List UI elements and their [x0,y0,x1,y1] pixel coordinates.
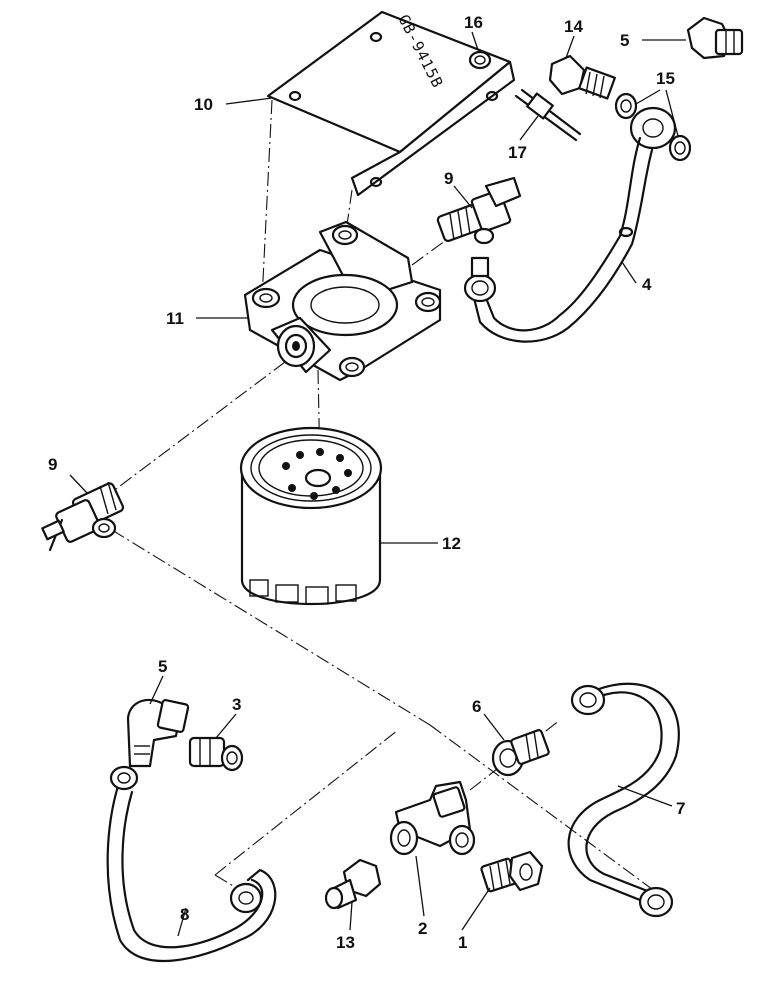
callout-3: 3 [232,695,241,714]
callout-5-top: 5 [620,31,629,50]
fuel-pipe-part-7 [567,682,680,918]
callout-16: 16 [464,13,483,32]
filter-cartridge-part-12 [239,426,383,605]
fuel-pipe-part-8 [106,765,277,963]
assembly-centerlines [111,99,661,896]
banjo-bolt-part-14 [548,54,616,100]
elbow-fitting-part-5-top [686,16,744,60]
callout-7: 7 [676,799,685,818]
callout-2: 2 [418,919,427,938]
callout-5-lower: 5 [158,657,167,676]
callout-9-left: 9 [48,455,57,474]
callout-17: 17 [508,143,527,162]
adaptor-part-3 [188,736,244,772]
callout-13: 13 [336,933,355,952]
callout-11: 11 [166,309,184,328]
callout-12: 12 [442,534,461,553]
tee-part-2 [389,780,476,856]
callout-4: 4 [642,275,652,294]
union-part-6 [491,729,550,777]
fuel-pipe-part-4 [463,136,654,343]
callout-15: 15 [656,69,675,88]
callout-14: 14 [564,17,583,36]
sealing-washers-part-15 [614,92,692,162]
callout-9-top: 9 [444,169,453,188]
callout-1: 1 [458,933,467,952]
adaptor-part-1 [480,850,544,893]
leader-lines [69,31,686,937]
tee-fitting-part-9-left [41,481,125,552]
mounting-bracket: GB-9415B [266,10,516,197]
callout-10: 10 [194,95,213,114]
filter-head-part-11 [243,220,442,382]
elbow-fitting-part-5-lower [126,698,190,768]
callout-labels: 16 14 5 15 10 17 9 4 11 9 12 5 3 6 7 8 2… [48,13,685,952]
hose-connector-part-13 [324,858,382,910]
callout-8: 8 [180,905,189,924]
washer-part-16 [468,50,492,70]
callout-6: 6 [472,697,481,716]
tee-fitting-part-9-top [436,176,522,245]
bleed-screw-part-17 [514,88,582,142]
